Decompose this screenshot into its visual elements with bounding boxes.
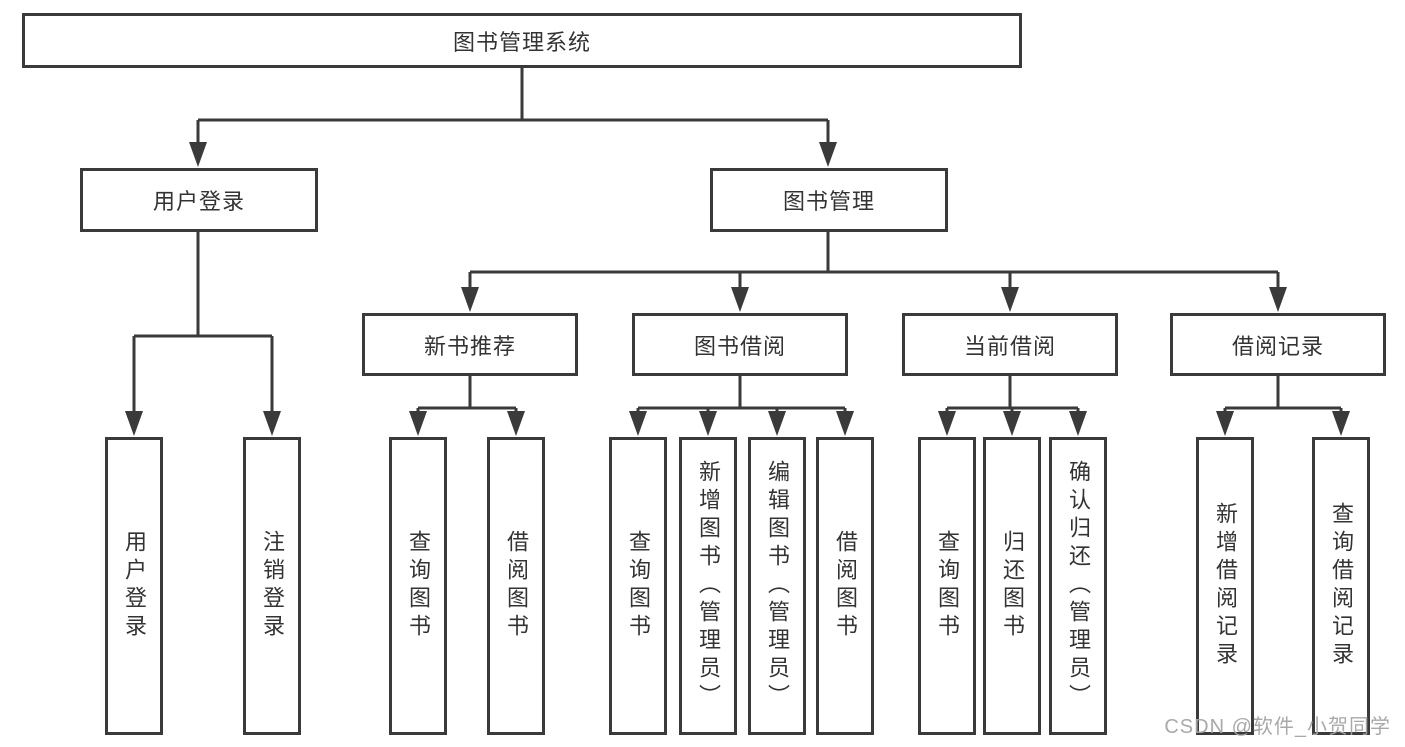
node-borrowing-records: 借阅记录	[1170, 313, 1386, 376]
node-library-system-label: 图书管理系统	[452, 29, 591, 55]
node-book-management: 图书管理	[710, 168, 948, 232]
node-book-borrowing: 图书借阅	[632, 313, 848, 376]
node-leaf-user-login: 用户登录	[105, 437, 163, 735]
node-leaf-borrow-query-books: 查询图书	[609, 437, 667, 735]
node-leaf-logout-label: 注销登录	[260, 530, 285, 642]
node-leaf-query-borrow-record-label: 查询借阅记录	[1329, 502, 1354, 670]
node-leaf-newbook-query-books-label: 查询图书	[406, 530, 431, 642]
node-leaf-edit-book-admin-label: 编辑图书（管理员）	[765, 460, 790, 712]
node-user-login-branch: 用户登录	[80, 168, 318, 232]
node-leaf-newbook-borrow-books-label: 借阅图书	[504, 530, 529, 642]
connector-new-book-to-children	[416, 376, 518, 420]
connector-book-mgmt-to-level3	[468, 232, 1280, 296]
node-leaf-borrow-borrow-books: 借阅图书	[816, 437, 874, 735]
node-leaf-query-borrow-record: 查询借阅记录	[1312, 437, 1370, 735]
node-leaf-logout: 注销登录	[243, 437, 301, 735]
csdn-watermark: CSDN @软件_小贺同学	[1164, 716, 1391, 738]
node-current-borrowing-label: 当前借阅	[963, 333, 1056, 359]
node-leaf-return-books-label: 归还图书	[1000, 530, 1025, 642]
node-leaf-newbook-borrow-books: 借阅图书	[487, 437, 545, 735]
node-leaf-add-borrow-record-label: 新增借阅记录	[1213, 502, 1238, 670]
node-leaf-confirm-return-admin-label: 确认归还（管理员）	[1066, 460, 1091, 712]
node-book-management-label: 图书管理	[782, 189, 875, 214]
node-leaf-edit-book-admin: 编辑图书（管理员）	[748, 437, 806, 735]
node-new-book-recommend-label: 新书推荐	[423, 333, 516, 359]
node-leaf-user-login-label: 用户登录	[122, 530, 147, 642]
node-leaf-return-books: 归还图书	[983, 437, 1041, 735]
connector-current-borrow-to-children	[945, 376, 1080, 420]
connector-book-borrow-to-children	[636, 376, 847, 420]
node-leaf-current-query-books-label: 查询图书	[935, 530, 960, 642]
node-library-system: 图书管理系统	[22, 13, 1022, 68]
connector-root-to-level2	[196, 68, 830, 150]
node-leaf-add-book-admin: 新增图书（管理员）	[679, 437, 737, 735]
node-leaf-newbook-query-books: 查询图书	[389, 437, 447, 735]
connector-user-login-to-children	[132, 232, 274, 420]
node-leaf-borrow-borrow-books-label: 借阅图书	[833, 530, 858, 642]
connector-borrow-records-to-children	[1223, 376, 1343, 420]
node-current-borrowing: 当前借阅	[902, 313, 1118, 376]
node-leaf-confirm-return-admin: 确认归还（管理员）	[1049, 437, 1107, 735]
node-leaf-current-query-books: 查询图书	[918, 437, 976, 735]
node-leaf-add-borrow-record: 新增借阅记录	[1196, 437, 1254, 735]
node-leaf-borrow-query-books-label: 查询图书	[626, 530, 651, 642]
node-user-login-branch-label: 用户登录	[152, 189, 245, 214]
node-book-borrowing-label: 图书借阅	[693, 333, 786, 359]
node-new-book-recommend: 新书推荐	[362, 313, 578, 376]
node-borrowing-records-label: 借阅记录	[1231, 333, 1324, 359]
node-leaf-add-book-admin-label: 新增图书（管理员）	[696, 460, 721, 712]
